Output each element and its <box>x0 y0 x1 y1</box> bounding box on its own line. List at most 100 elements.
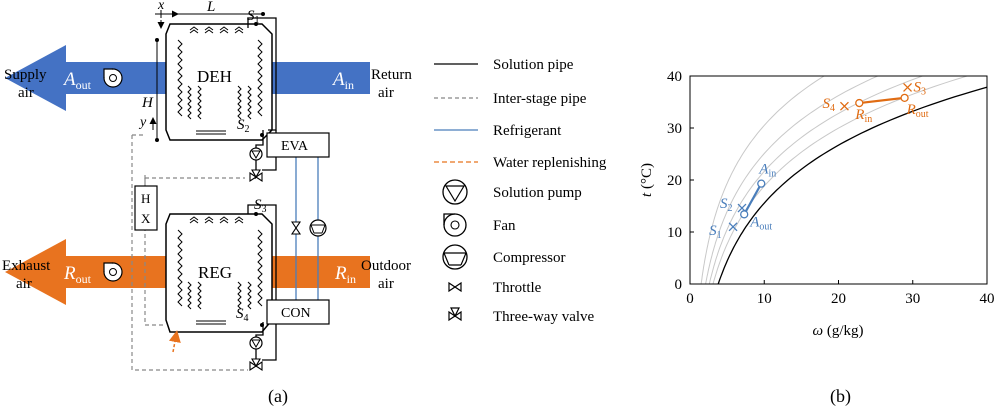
dim-x-label: x <box>157 0 165 13</box>
point-label-Aout: Aout <box>749 214 772 232</box>
outdoor-air-band <box>263 256 370 288</box>
point-S1 <box>728 222 738 232</box>
iso-rh-curve <box>708 76 924 284</box>
exhaust-air-arrow <box>5 239 66 305</box>
eva-label: EVA <box>281 139 309 154</box>
regenerator-unit: REG <box>165 213 273 333</box>
con-label: CON <box>281 306 311 321</box>
solution-pump-icon <box>249 147 263 161</box>
point-Rout <box>900 93 909 102</box>
point-label-S1: S1 <box>709 223 722 241</box>
fan-icon <box>103 262 123 282</box>
x-axis-label: ω (g/kg) <box>812 323 863 339</box>
point-label-S2: S2 <box>720 196 733 214</box>
supply-air-label-2: air <box>18 85 34 101</box>
water-replenishing-arrow <box>168 330 181 353</box>
process-line <box>743 183 763 215</box>
three-way-valve-icon <box>249 169 263 183</box>
iso-rh-curve <box>705 76 879 284</box>
y-tick-label: 40 <box>667 69 682 85</box>
hx-label-2: X <box>141 211 151 226</box>
fan-icon <box>443 213 467 237</box>
panel-b-caption: (b) <box>830 386 851 407</box>
legend-label: Solution pump <box>493 185 582 201</box>
point-S3 <box>903 82 913 92</box>
point-Rin <box>855 98 864 108</box>
throttle-icon <box>448 281 462 293</box>
legend: Solution pipe Inter-stage pipe Refrigera… <box>434 57 607 325</box>
legend-label: Throttle <box>493 280 542 296</box>
dim-H-label: H <box>141 95 154 111</box>
saturation-curve <box>717 86 987 284</box>
outdoor-air-label-1: Outdoor <box>361 258 411 274</box>
panel-a-schematic: Supply air Return air Exhaust air Outdoo… <box>2 0 412 407</box>
y-tick-label: 30 <box>667 121 682 137</box>
dim-L-label: L <box>206 0 215 15</box>
supply-air-stream <box>5 45 370 111</box>
dim-y-label: y <box>138 115 147 130</box>
supply-air-arrow <box>5 45 66 111</box>
a-out-label: Aout <box>62 69 92 92</box>
packing-zigzag <box>177 229 263 310</box>
legend-label: Solution pipe <box>493 57 574 73</box>
r-out-label: Rout <box>63 263 92 286</box>
sprayers <box>189 26 244 34</box>
deh-label: DEH <box>197 67 232 86</box>
x-tick-label: 0 <box>686 291 694 307</box>
exhaust-air-label-1: Exhaust <box>2 258 51 274</box>
point-S4 <box>839 101 849 111</box>
packing-zigzag <box>177 39 263 120</box>
return-air-label-1: Return <box>371 67 412 83</box>
dehumidifier-unit: DEH <box>165 23 273 141</box>
three-way-valve-icon <box>448 307 462 322</box>
point-Aout <box>740 210 749 219</box>
return-air-band <box>272 62 370 94</box>
legend-label: Refrigerant <box>493 123 562 139</box>
s1-label: S1 <box>247 8 260 26</box>
supply-air-label-1: Supply <box>4 67 47 83</box>
fan-icon <box>103 68 123 88</box>
point-Ain <box>757 179 766 188</box>
three-way-valve-icon <box>249 358 263 372</box>
psychrometric-curves <box>700 76 987 284</box>
point-label-S3: S3 <box>914 79 927 97</box>
iso-rh-curve <box>700 76 826 284</box>
r-in-label: Rin <box>334 263 356 286</box>
x-tick-label: 40 <box>980 291 995 307</box>
legend-label: Compressor <box>493 250 566 266</box>
compressor-icon <box>309 219 327 237</box>
point-label-Ain: Ain <box>758 162 776 180</box>
x-tick-label: 30 <box>905 291 920 307</box>
point-label-S4: S4 <box>822 96 835 114</box>
sprayers <box>189 216 244 224</box>
s4-label: S4 <box>236 306 249 324</box>
y-tick-label: 0 <box>675 277 683 293</box>
x-tick-label: 20 <box>831 291 846 307</box>
return-air-label-2: air <box>378 85 394 101</box>
a-in-label: Ain <box>331 69 354 92</box>
solution-pump-icon <box>442 179 468 205</box>
y-tick-label: 20 <box>667 173 682 189</box>
s2-label: S2 <box>237 117 250 135</box>
panel-a-caption: (a) <box>268 386 288 407</box>
dimension-annotations: x L H y <box>138 0 265 142</box>
legend-label: Inter-stage pipe <box>493 91 587 107</box>
legend-label: Fan <box>493 218 516 234</box>
compressor-icon <box>442 244 468 270</box>
point-label-Rin: Rin <box>854 107 872 125</box>
legend-label: Three-way valve <box>493 309 595 325</box>
solution-pump-icon <box>249 336 263 350</box>
eva-box: EVA <box>266 132 330 158</box>
outdoor-air-label-2: air <box>378 276 394 292</box>
con-box: CON <box>266 299 330 325</box>
y-axis-label: t (°C) <box>639 163 655 197</box>
iso-rh-curve <box>712 76 969 284</box>
hx-label-1: H <box>141 191 150 206</box>
plot-frame <box>689 75 988 285</box>
heat-exchanger: H X <box>134 185 158 231</box>
legend-label: Water replenishing <box>493 155 607 171</box>
process-line <box>859 96 905 105</box>
